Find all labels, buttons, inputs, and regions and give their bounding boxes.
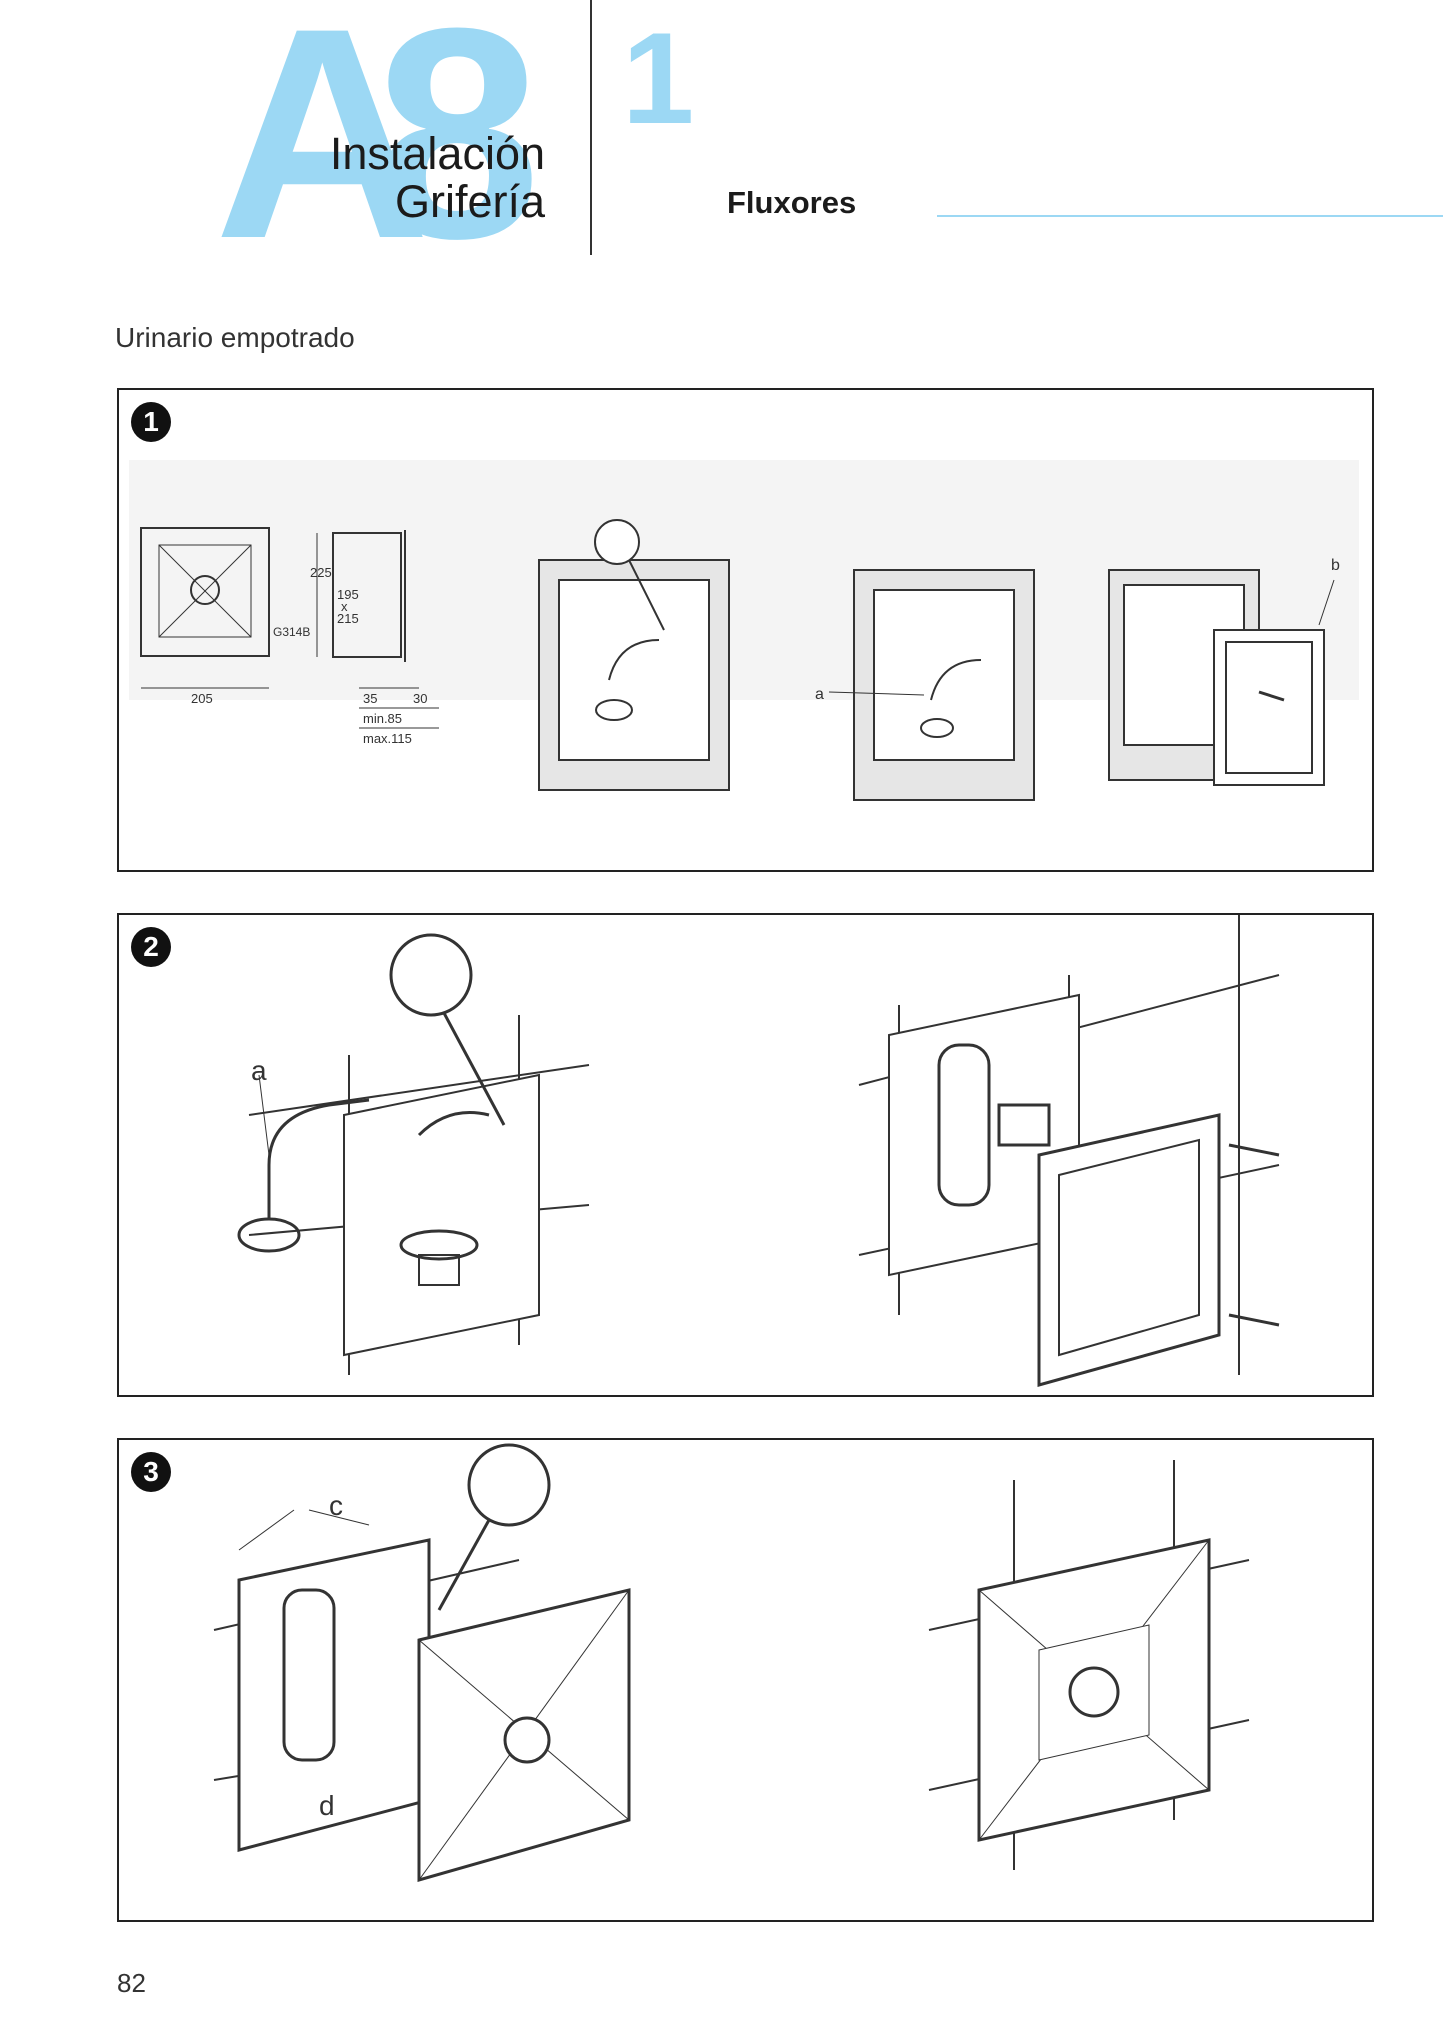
dim-30: 30 bbox=[413, 691, 427, 706]
cover-plate-install-illustration bbox=[213, 1443, 631, 1882]
dim-205: 205 bbox=[191, 691, 213, 706]
flush-valve-frame-illustration bbox=[858, 915, 1280, 1387]
step-badge-3: 3 bbox=[131, 1452, 171, 1492]
chapter-number: 1 bbox=[622, 5, 695, 151]
label-d-panel3: d bbox=[319, 1790, 335, 1821]
dim-min85: min.85 bbox=[363, 711, 402, 726]
label-b-panel1: b bbox=[1331, 557, 1340, 574]
dim-35: 35 bbox=[363, 691, 377, 706]
title-line-1: Instalación bbox=[329, 128, 545, 179]
section-title: Fluxores bbox=[727, 185, 857, 220]
step-badge-2: 2 bbox=[131, 927, 171, 967]
dim-195: 195 bbox=[337, 587, 359, 602]
dim-225: 225 bbox=[310, 565, 332, 580]
cover-frame-illustration bbox=[1108, 569, 1335, 786]
label-a-panel2: a bbox=[251, 1055, 267, 1086]
step-3-illustration: c d bbox=[213, 1443, 1250, 1882]
step-1-illustration: 225 195 x 215 G314B 205 35 30 min.85 max… bbox=[129, 460, 1359, 801]
dim-215: 215 bbox=[337, 611, 359, 626]
dim-g314b: G314B bbox=[273, 625, 310, 639]
step-panel-3: 3 c d bbox=[117, 1438, 1374, 1922]
page-subtitle: Urinario empotrado bbox=[115, 322, 355, 353]
dim-x: x bbox=[341, 599, 348, 614]
label-a-panel1: a bbox=[815, 686, 824, 703]
header-divider bbox=[590, 0, 592, 255]
section-rule bbox=[937, 215, 1443, 217]
page-number: 82 bbox=[117, 1968, 146, 1998]
step-badge-1: 1 bbox=[131, 402, 171, 442]
box-install-illustration bbox=[538, 519, 730, 791]
elbow-install-illustration bbox=[237, 933, 590, 1375]
step-panel-1: 1 225 195 x 215 G314B 205 35 30 min.85 m… bbox=[117, 388, 1374, 872]
step-panel-2: 2 a bbox=[117, 913, 1374, 1397]
chapter-letter-a: A bbox=[214, 0, 431, 301]
dimension-drawing bbox=[140, 527, 439, 729]
dim-max115: max.115 bbox=[363, 731, 412, 746]
title-line-2: Grifería bbox=[394, 176, 545, 227]
label-c-panel3: c bbox=[329, 1490, 343, 1521]
chapter-letters: A 8 bbox=[214, 0, 574, 301]
step-2-illustration: a bbox=[237, 915, 1280, 1387]
box-fitting-illustration bbox=[828, 569, 1035, 801]
finished-cover-plate-illustration bbox=[928, 1460, 1250, 1870]
